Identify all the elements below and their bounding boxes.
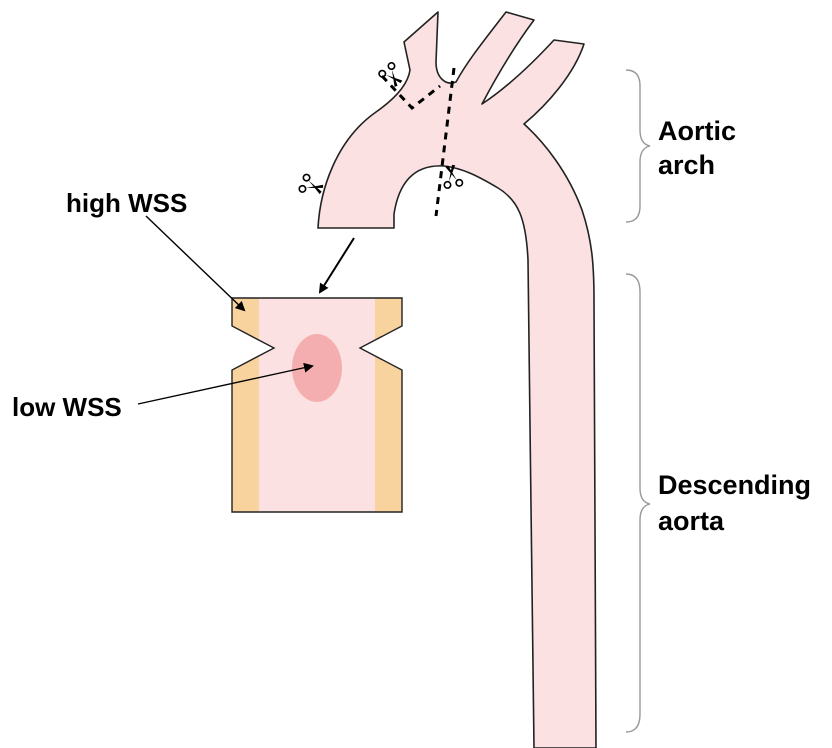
low-wss-spot xyxy=(292,334,342,402)
scissors-icon xyxy=(298,174,325,199)
high-wss-label: high WSS xyxy=(66,186,187,220)
high-wss-band-left xyxy=(232,298,259,512)
aortic-arch-label-line2: arch xyxy=(658,148,715,182)
tissue-sheet xyxy=(232,298,402,512)
low-wss-label: low WSS xyxy=(12,390,122,424)
excision-arrow xyxy=(320,238,354,292)
high-wss-pointer xyxy=(146,216,244,310)
high-wss-band-right xyxy=(375,298,402,512)
descending-aorta-brace xyxy=(626,274,650,732)
aortic-arch-label-line1: Aortic xyxy=(658,114,736,148)
descending-aorta-label-line1: Descending xyxy=(658,468,811,502)
aortic-arch-brace xyxy=(626,70,650,222)
descending-aorta-label-line2: aorta xyxy=(658,504,724,538)
